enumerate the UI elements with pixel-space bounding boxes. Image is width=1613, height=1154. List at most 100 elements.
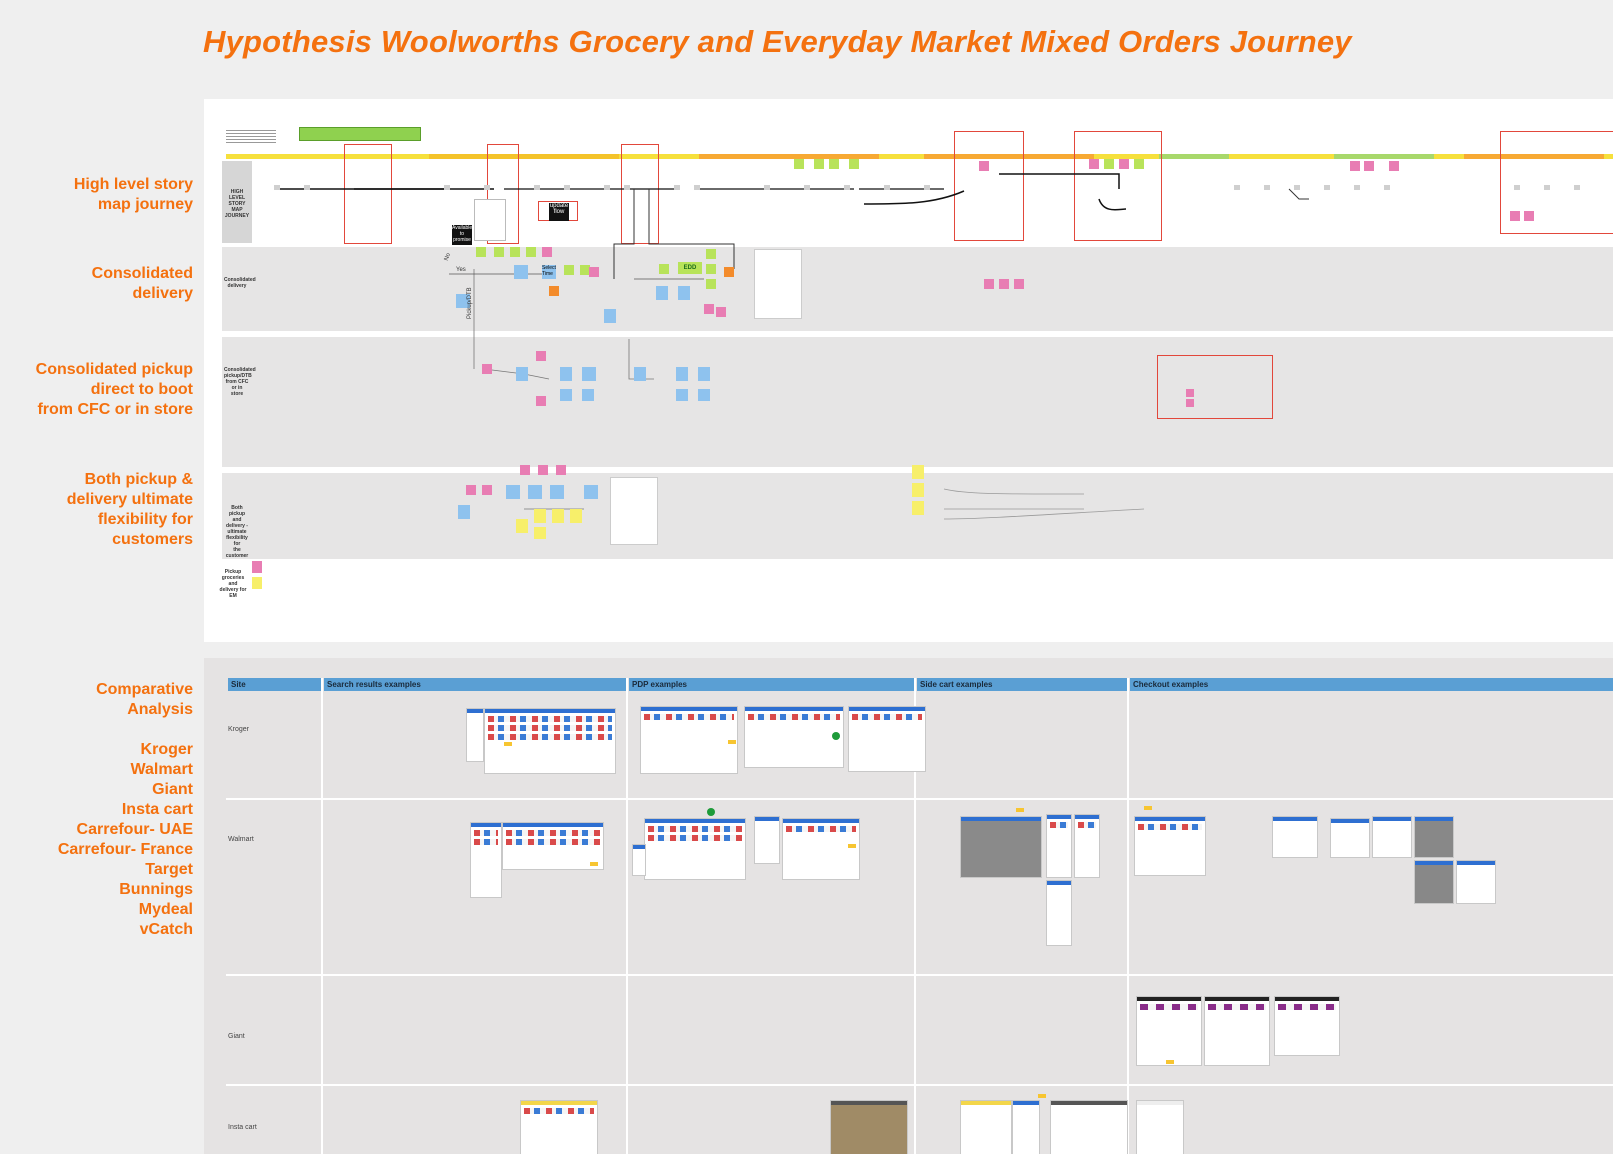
sticky-note [564, 265, 574, 275]
flow-step [844, 185, 850, 190]
screenshot-thumbnail [1456, 860, 1496, 904]
lane-label-pickup-groceries: Pickup groceries and delivery for EM [219, 569, 247, 599]
screenshot-thumbnail [1046, 814, 1072, 878]
phase-segment [699, 154, 879, 159]
label-pickup-dtb: Pickup/DTB [467, 287, 473, 319]
screenshot-thumbnail [1330, 818, 1370, 858]
sticky-note [1186, 399, 1194, 407]
sticky-note [476, 247, 486, 257]
flow-step [274, 185, 280, 190]
sticky-note [979, 161, 989, 171]
sticky-note [560, 367, 572, 381]
phase-segment [924, 154, 1094, 159]
sticky-note [634, 367, 646, 381]
screen-card [474, 199, 506, 241]
sticky-note [1089, 159, 1099, 169]
label-yes: Yes [456, 267, 466, 273]
sticky-note [534, 527, 546, 539]
sticky-note [1350, 161, 1360, 171]
column-header-site: Site [228, 678, 321, 691]
highlight-frame [1500, 131, 1613, 234]
sticky-note [1104, 159, 1114, 169]
column-header-side-cart: Side cart examples [917, 678, 1127, 691]
sticky-note [1186, 389, 1194, 397]
flow-step [304, 185, 310, 190]
flow-step [444, 185, 450, 190]
sticky-note [984, 279, 994, 289]
flow-step [604, 185, 610, 190]
status-dot [707, 808, 715, 816]
sticky-note [516, 519, 528, 533]
sticky-note [1524, 211, 1534, 221]
annotation-tag [1144, 806, 1152, 810]
highlight-frame [954, 131, 1024, 241]
highlight-frame [487, 144, 519, 244]
sticky-note [678, 286, 690, 300]
screenshot-thumbnail [1272, 816, 1318, 858]
highlight-frame [344, 144, 392, 244]
note-update-flow: update flow [549, 203, 569, 221]
sticky-note [542, 247, 552, 257]
sticky-note [604, 309, 616, 323]
sticky-note [676, 367, 688, 381]
sticky-note [552, 509, 564, 523]
sticky-note [794, 159, 804, 169]
lane-label-consolidated-delivery: Consolidated delivery [224, 277, 256, 289]
sticky-note [534, 509, 546, 523]
sticky-note [716, 307, 726, 317]
row-label-giant: Giant [228, 1033, 245, 1040]
sticky-note [580, 265, 590, 275]
note-edd: EDD [678, 262, 702, 274]
column-header-pdp: PDP examples [629, 678, 914, 691]
grid-divider [1127, 678, 1129, 1154]
grid-divider [226, 974, 1613, 976]
screenshot-thumbnail [470, 822, 502, 898]
flow-step [804, 185, 810, 190]
note-available-to-promise: Available to promise [452, 225, 473, 245]
flow-step [694, 185, 700, 190]
screenshot-thumbnail [960, 1100, 1012, 1154]
flow-step [564, 185, 570, 190]
sticky-note [458, 505, 470, 519]
sticky-note [494, 247, 504, 257]
page-title: Hypothesis Woolworths Grocery and Everyd… [203, 24, 1352, 59]
flow-step [674, 185, 680, 190]
sticky-note [526, 247, 536, 257]
sticky-note [1134, 159, 1144, 169]
screenshot-thumbnail [1074, 814, 1100, 878]
sticky-note [456, 294, 470, 308]
sticky-note [706, 249, 716, 259]
screen-card [754, 249, 802, 319]
flow-step [1354, 185, 1360, 190]
label-story-map: High level story map journey [73, 176, 193, 213]
journey-board: HIGH LEVEL STORY MAP JOURNEY Consolidate… [204, 99, 1613, 642]
sticky-note [706, 264, 716, 274]
screenshot-thumbnail [782, 818, 860, 880]
sticky-note [538, 465, 548, 475]
screenshot-thumbnail [1372, 816, 1412, 858]
screenshot-thumbnail [502, 822, 604, 870]
sticky-note [466, 485, 476, 495]
sticky-note [698, 389, 710, 401]
screenshot-thumbnail [1046, 880, 1072, 946]
sticky-note [1014, 279, 1024, 289]
screenshot-thumbnail [960, 816, 1042, 878]
grid-divider [226, 798, 1613, 800]
sticky-note [704, 304, 714, 314]
sticky-note [999, 279, 1009, 289]
sticky-note [1119, 159, 1129, 169]
status-dot [832, 732, 840, 740]
sticky-note [912, 501, 924, 515]
screenshot-thumbnail [484, 708, 616, 774]
highlight-frame [621, 144, 659, 244]
annotation-tag [1038, 1094, 1046, 1098]
flow-step [1264, 185, 1270, 190]
screenshot-thumbnail [1134, 816, 1206, 876]
lane-label-both: Both pickup and delivery - ultimate flex… [225, 505, 249, 559]
highlight-frame [1074, 131, 1162, 241]
sticky-note [656, 286, 668, 300]
flow-step [1544, 185, 1550, 190]
screenshot-thumbnail [1012, 1100, 1040, 1154]
annotation-tag [728, 740, 736, 744]
sticky-note [516, 367, 528, 381]
